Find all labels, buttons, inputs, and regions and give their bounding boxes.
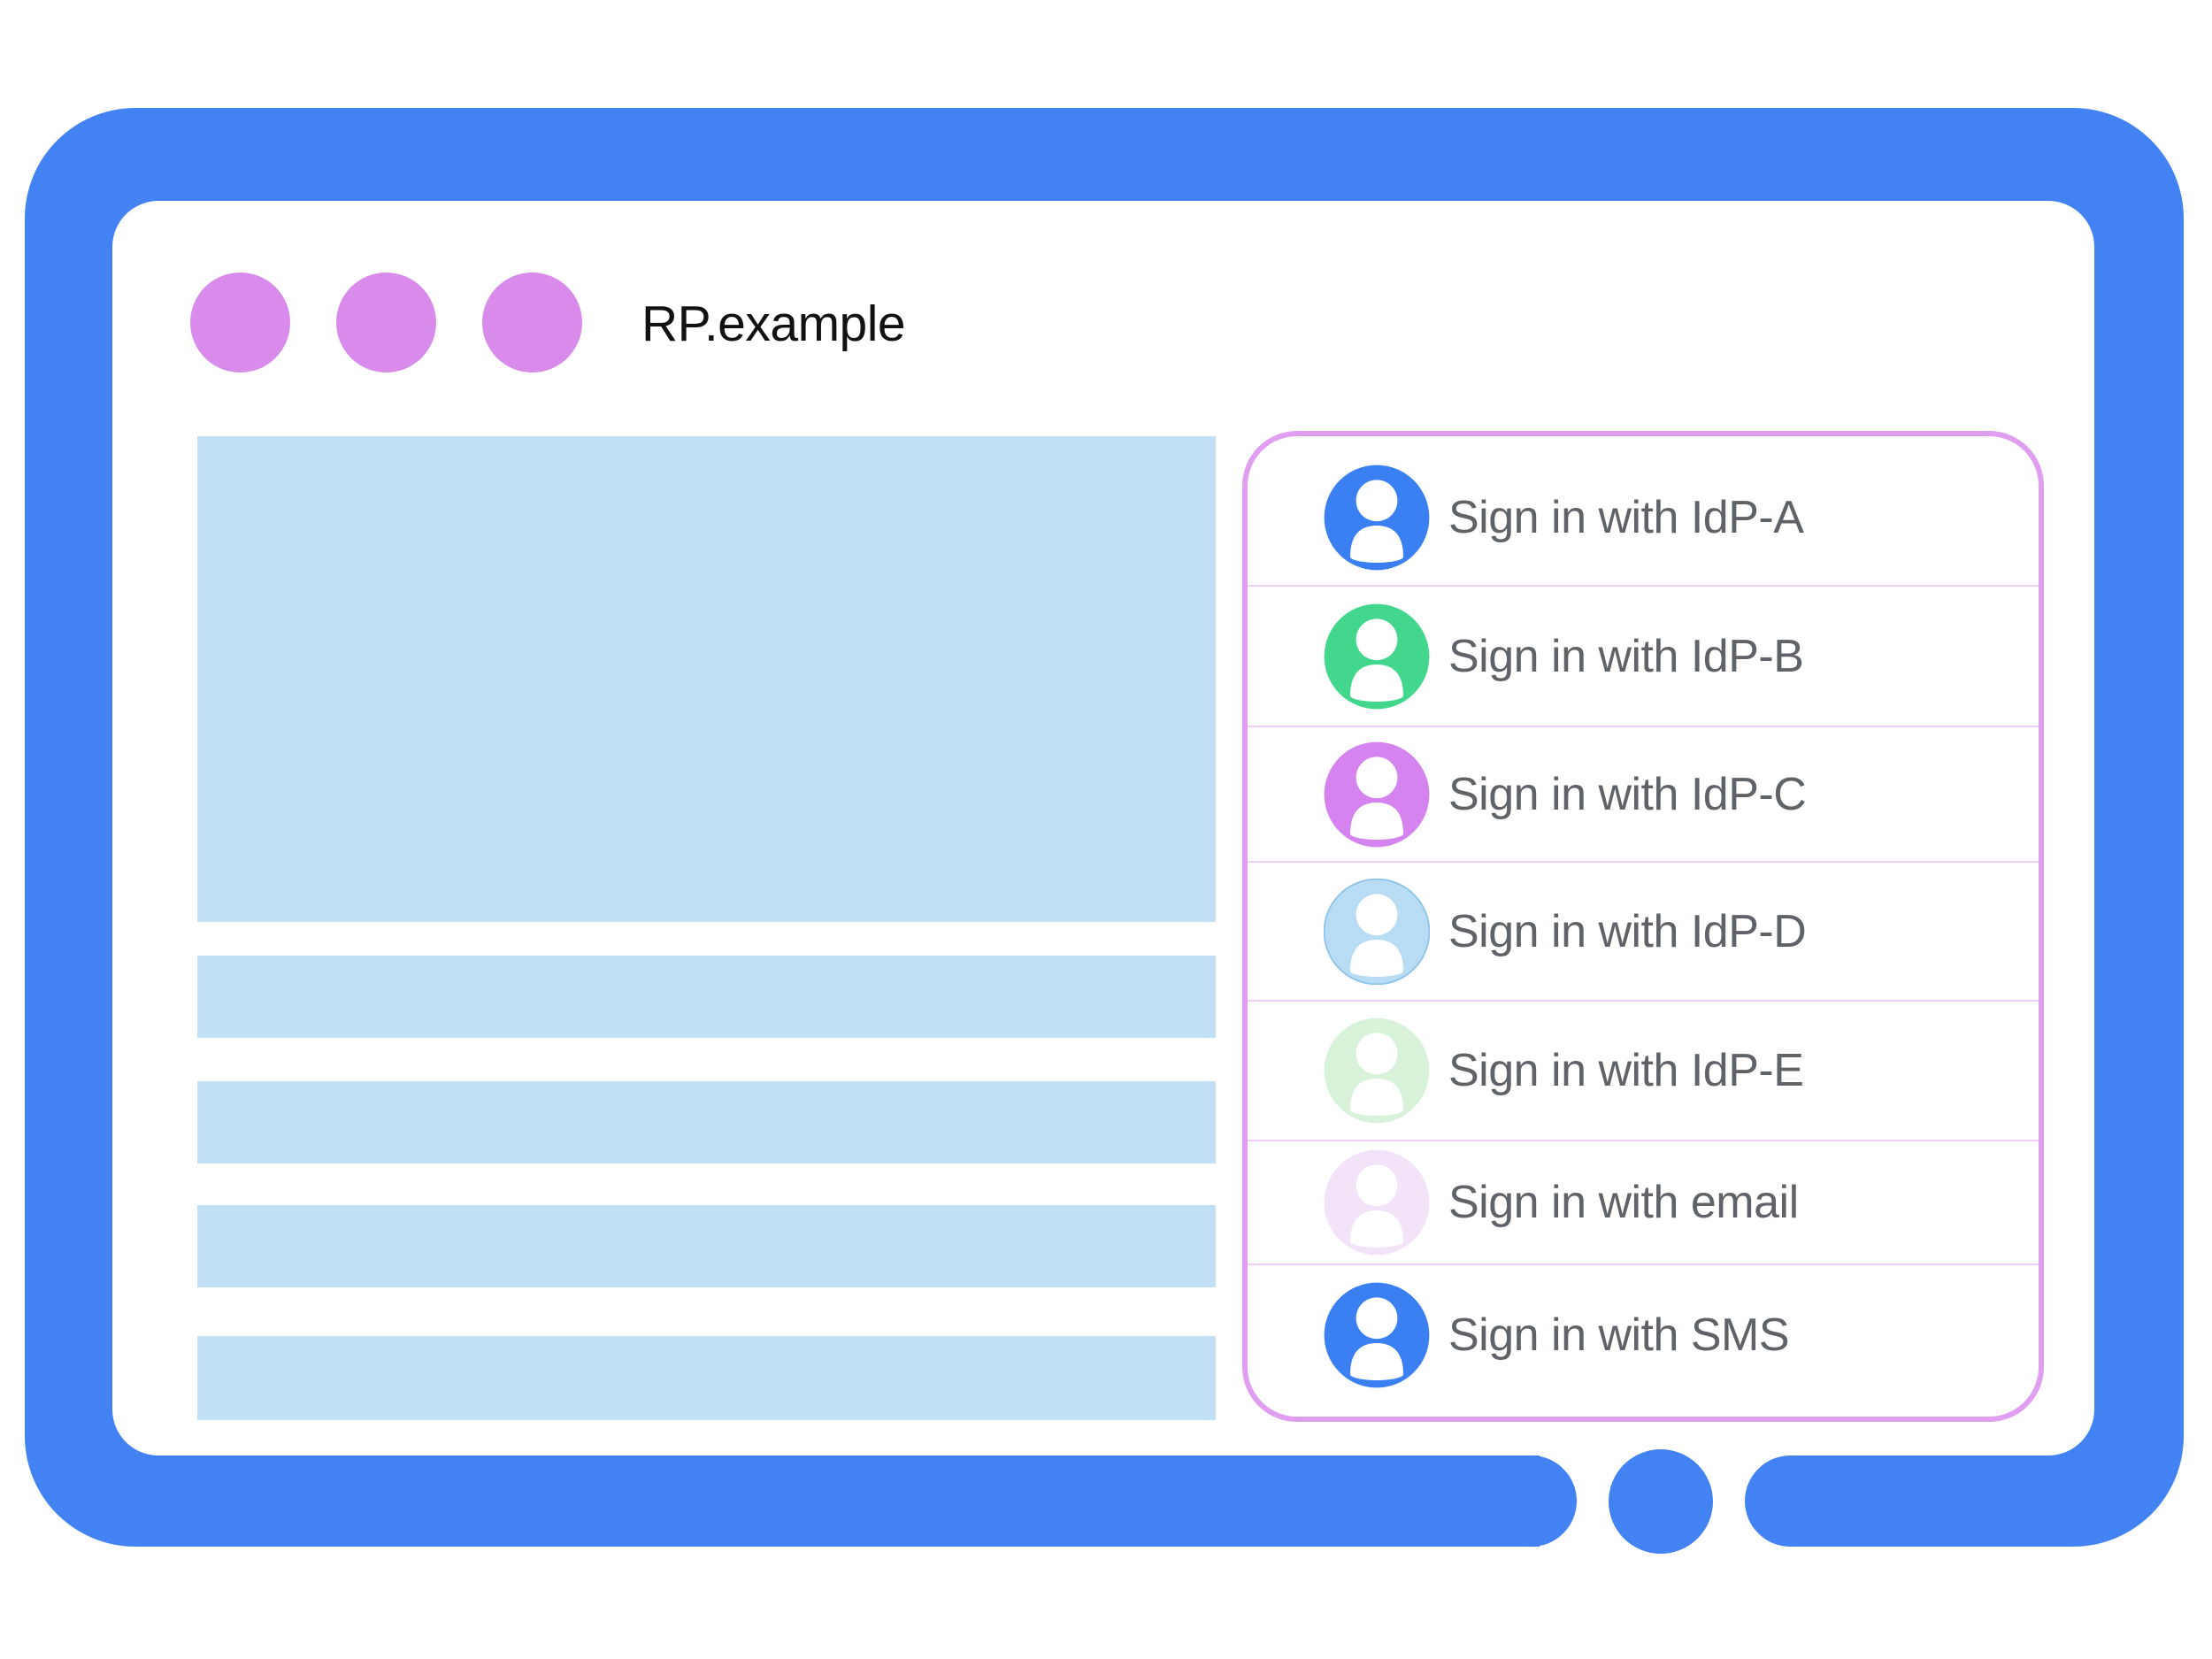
user-avatar-icon [1324,1282,1430,1387]
bezel-bottom-cap-right [1745,1455,1888,1547]
content-placeholder-line [197,1336,1216,1420]
signin-option-idp-a[interactable]: Sign in with IdP-A [1248,436,2039,587]
signin-option-idp-b[interactable]: Sign in with IdP-B [1248,587,2039,727]
signin-option-label: Sign in with email [1448,1177,1799,1228]
user-avatar-icon [1324,741,1430,847]
user-avatar-icon [1324,603,1430,709]
content-placeholder-hero [197,436,1216,922]
user-avatar-icon [1324,1149,1430,1256]
signin-option-sms[interactable]: Sign in with SMS [1248,1265,2039,1417]
signin-option-label: Sign in with IdP-D [1448,905,1807,957]
user-avatar-icon [1324,1018,1430,1124]
window-control-dot[interactable] [482,273,582,373]
signin-option-label: Sign in with SMS [1448,1309,1790,1361]
home-button[interactable] [1609,1449,1713,1554]
signin-option-idp-d[interactable]: Sign in with IdP-D [1248,863,2039,1002]
window-control-dot[interactable] [190,273,290,373]
user-avatar-icon [1324,465,1430,571]
window-control-dot[interactable] [336,273,436,373]
signin-option-label: Sign in with IdP-A [1448,492,1804,543]
bezel-bottom-cap-left [1433,1455,1577,1547]
signin-option-label: Sign in with IdP-E [1448,1045,1804,1096]
content-placeholder-line [197,1081,1216,1164]
signin-option-idp-c[interactable]: Sign in with IdP-C [1248,727,2039,863]
content-placeholder-line [197,956,1216,1038]
signin-option-email[interactable]: Sign in with email [1248,1141,2039,1265]
site-title: RP.example [641,296,906,352]
content-placeholder-line [197,1205,1216,1287]
signin-panel: Sign in with IdP-A Sign in with IdP-B Si… [1242,431,2044,1422]
signin-option-label: Sign in with IdP-C [1448,768,1807,820]
signin-option-idp-e[interactable]: Sign in with IdP-E [1248,1002,2039,1141]
user-avatar-icon [1324,878,1430,985]
signin-option-label: Sign in with IdP-B [1448,630,1804,682]
